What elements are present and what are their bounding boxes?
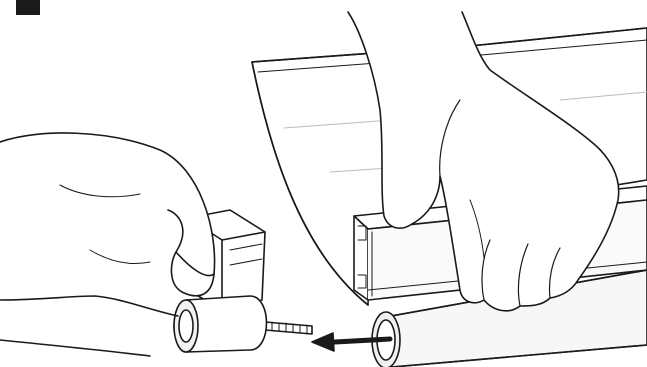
spring-pin — [265, 322, 312, 334]
